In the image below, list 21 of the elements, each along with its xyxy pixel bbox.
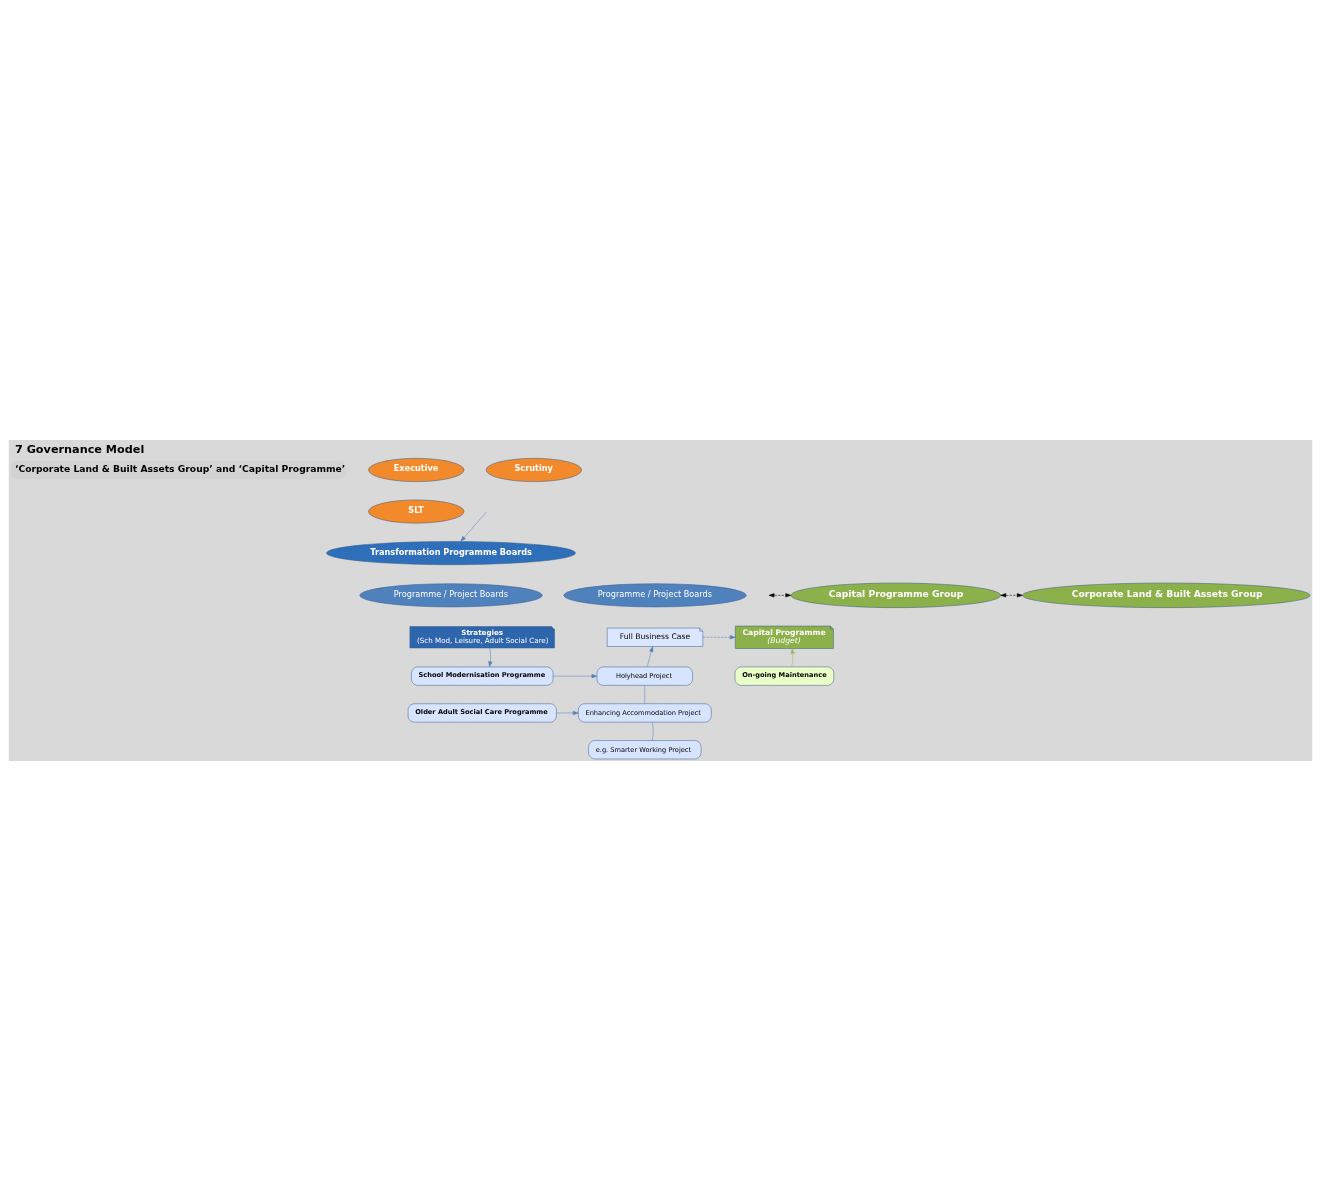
node-ellipse: Programme / Project Boards xyxy=(359,582,543,607)
arrow xyxy=(556,710,579,715)
node-ellipse: Scrutiny xyxy=(485,457,582,482)
arrow xyxy=(1000,592,1023,597)
diagram-title: 7 Governance Model xyxy=(14,442,145,456)
arrow xyxy=(702,634,736,639)
node-ellipse: Executive xyxy=(368,457,465,482)
node-ellipse: SLT xyxy=(368,499,465,523)
node-ellipse: Transformation Programme Boards xyxy=(326,540,576,565)
arrow xyxy=(460,511,487,542)
label: ‘Corporate Land & Built Assets Group’ and ‘Capital Programme’ xyxy=(14,462,346,474)
arrow xyxy=(552,673,598,678)
arrow xyxy=(790,647,795,667)
connector xyxy=(651,721,654,741)
node-ellipse: Programme / Project Boards xyxy=(563,582,747,607)
connector xyxy=(644,684,646,704)
node-ellipse: Capital Programme Group xyxy=(790,582,1001,608)
arrow xyxy=(768,592,792,597)
node-ellipse: Corporate Land & Built Assets Group xyxy=(1022,582,1311,608)
arrow xyxy=(646,645,654,667)
arrow xyxy=(488,647,493,667)
